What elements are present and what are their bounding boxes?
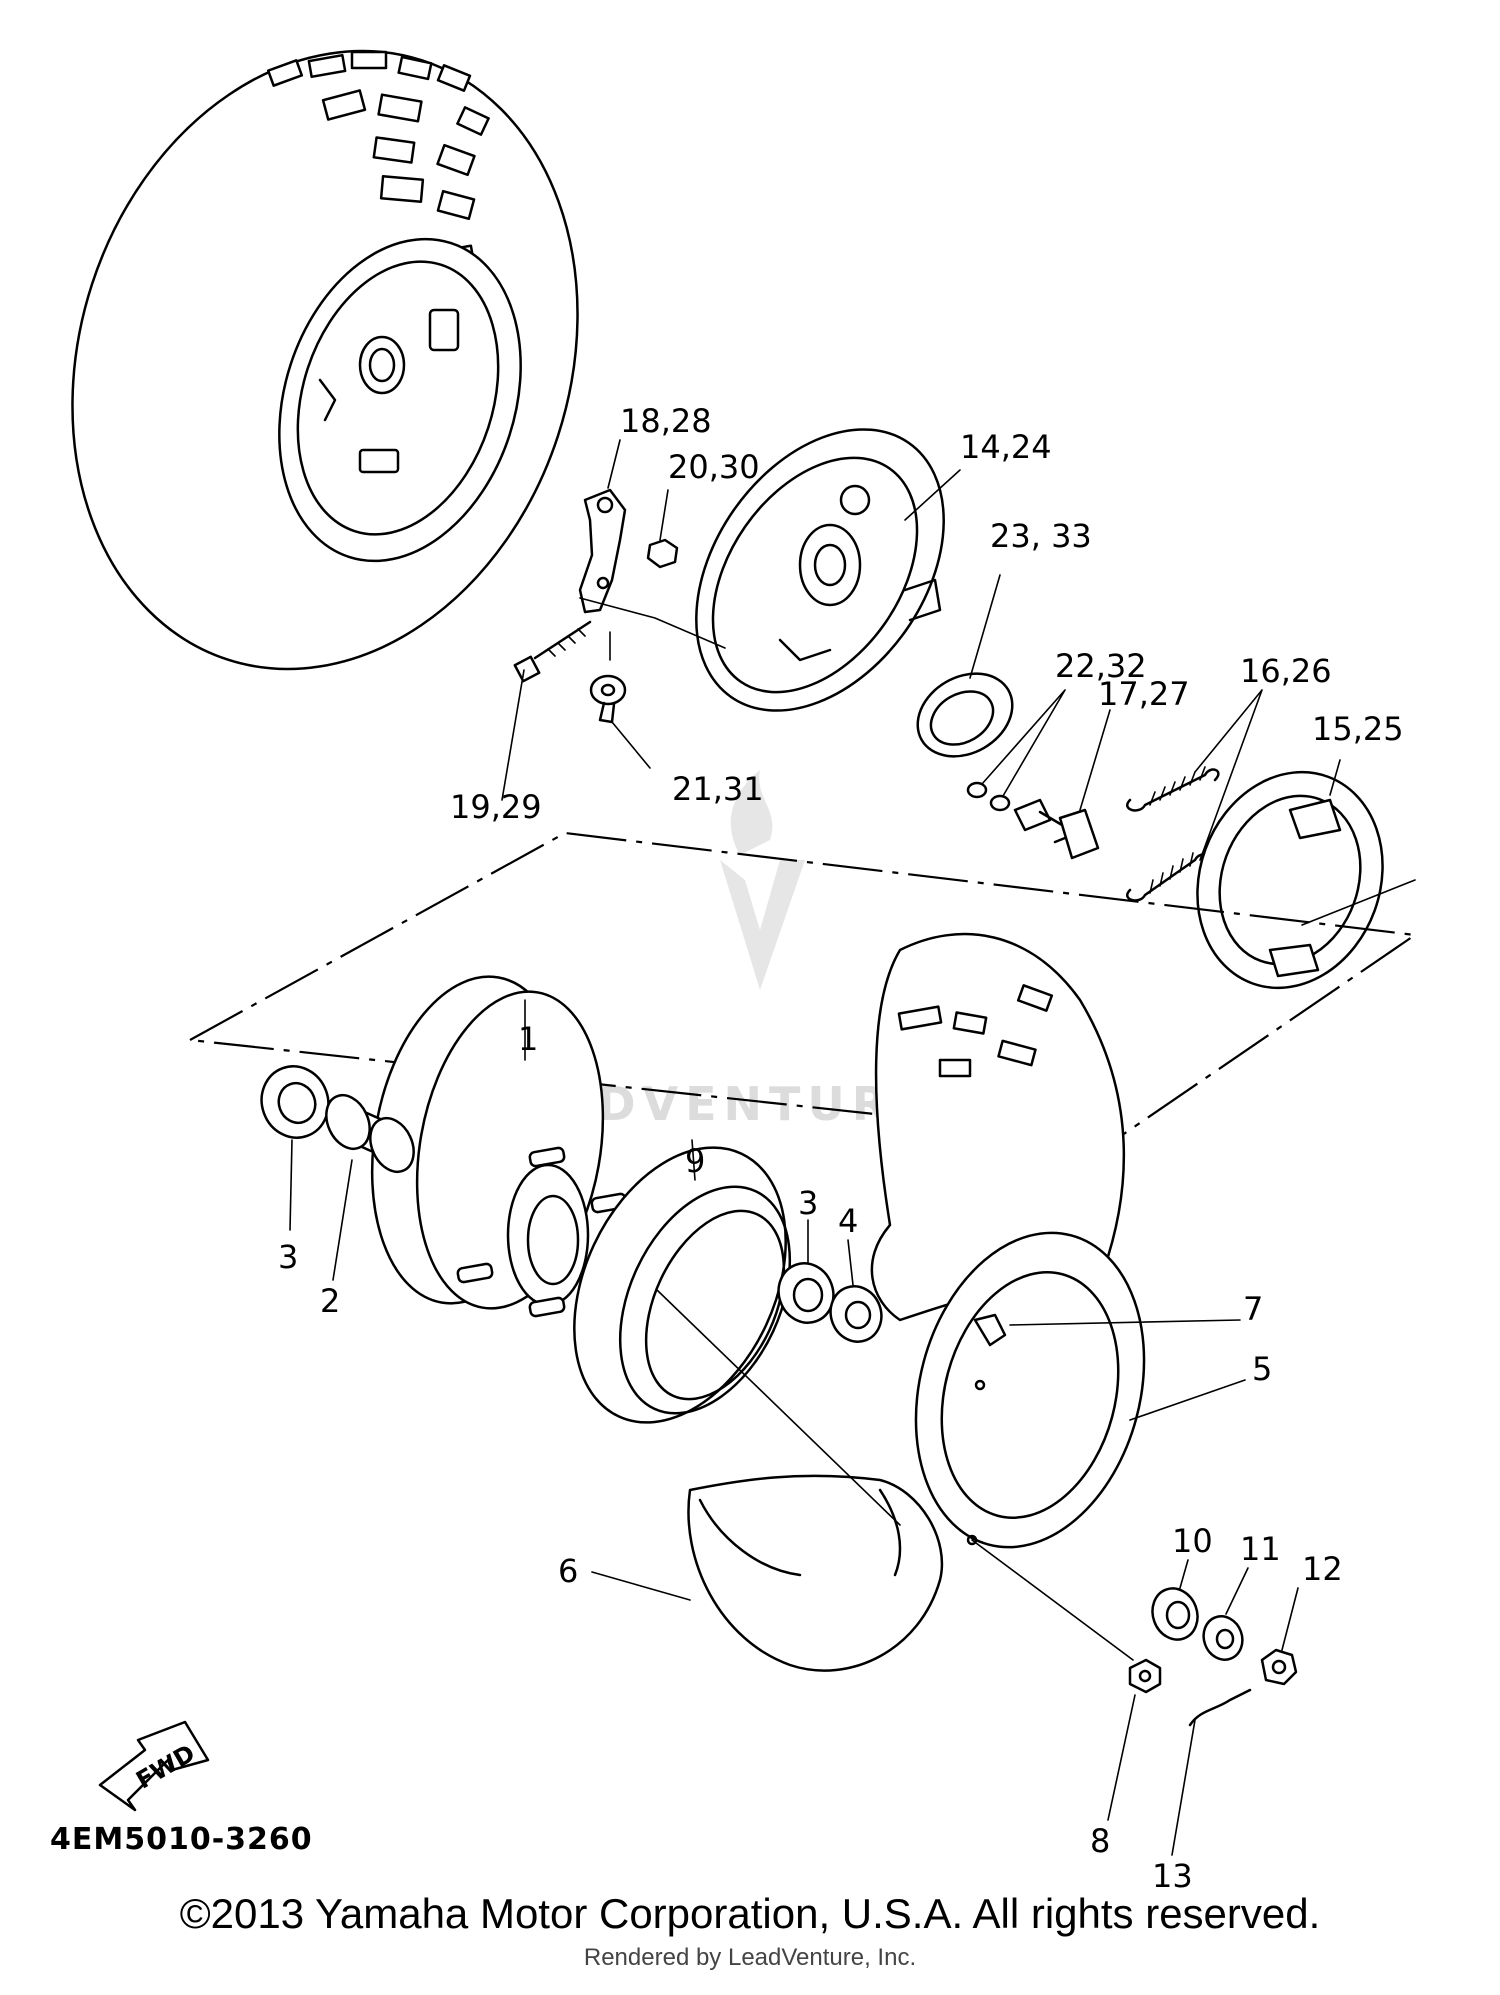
callout-14-24: 14,24 — [960, 428, 1052, 466]
plain-washer — [1202, 1615, 1244, 1661]
front-wheel — [687, 1231, 1146, 1672]
brake-shoe-plate — [695, 428, 945, 712]
callout-10: 10 — [1172, 1522, 1213, 1560]
diagram-code: 4EM5010-3260 — [50, 1822, 313, 1857]
leader-lines — [289, 439, 1416, 1856]
brake-shoe-spring-top — [1126, 766, 1220, 812]
o-ring-outer — [966, 781, 988, 799]
cotter-pin — [1188, 1688, 1252, 1727]
bearing-right — [777, 1262, 835, 1324]
collar — [829, 1285, 883, 1343]
brake-drum-seal — [573, 1146, 792, 1424]
callout-3-right: 3 — [798, 1184, 818, 1222]
callout-3-left: 3 — [278, 1238, 298, 1276]
top-wheel-assembly — [71, 49, 579, 671]
copyright-notice: ©2013 Yamaha Motor Corporation, U.S.A. A… — [179, 1890, 1321, 1937]
callout-13: 13 — [1152, 1857, 1193, 1895]
callout-1: 1 — [518, 1020, 538, 1058]
castle-nut — [1260, 1648, 1298, 1686]
callout-15-25: 15,25 — [1312, 710, 1404, 748]
callout-12: 12 — [1302, 1550, 1343, 1588]
rendered-by-notice: Rendered by LeadVenture, Inc. — [583, 1944, 917, 1971]
brake-camshaft-lever — [578, 488, 627, 614]
indicator-plate — [589, 674, 627, 724]
callout-17-27: 17,27 — [1098, 675, 1190, 713]
callout-6: 6 — [558, 1552, 578, 1590]
oil-seal — [916, 672, 1014, 758]
wheel-bearing-collar — [1151, 1587, 1199, 1641]
bearing-left — [260, 1065, 330, 1139]
o-ring-inner — [989, 794, 1011, 812]
callouts: 18,28 20,30 14,24 23, 33 22,32 17,27 16,… — [278, 402, 1404, 1895]
callout-20-30: 20,30 — [668, 448, 760, 486]
brake-arm-nut — [646, 538, 679, 569]
brake-camshaft — [1013, 798, 1100, 860]
callout-8: 8 — [1090, 1822, 1110, 1860]
spacer — [325, 1094, 415, 1173]
callout-22-32: 22,32 — [1055, 647, 1147, 685]
callout-18-28: 18,28 — [620, 402, 712, 440]
callout-2: 2 — [320, 1282, 340, 1320]
callout-11: 11 — [1240, 1530, 1281, 1568]
front-hub — [370, 975, 628, 1318]
callout-16-26: 16,26 — [1240, 652, 1332, 690]
callout-23-33: 23, 33 — [990, 517, 1092, 555]
exploded-view-boundary — [186, 831, 1419, 1142]
callout-19-29: 19,29 — [450, 788, 542, 826]
callout-5: 5 — [1252, 1350, 1272, 1388]
callout-4: 4 — [838, 1202, 858, 1240]
callout-7: 7 — [1243, 1290, 1263, 1328]
brake-arm-bolt — [513, 620, 592, 683]
callout-9: 9 — [685, 1142, 705, 1180]
brake-shoe-kit — [1196, 770, 1384, 990]
fwd-arrow-icon: FWD — [98, 1720, 210, 1812]
valve-nut — [1128, 1658, 1162, 1694]
callout-21-31: 21,31 — [672, 770, 764, 808]
front-wheel-tire — [870, 932, 1126, 1322]
